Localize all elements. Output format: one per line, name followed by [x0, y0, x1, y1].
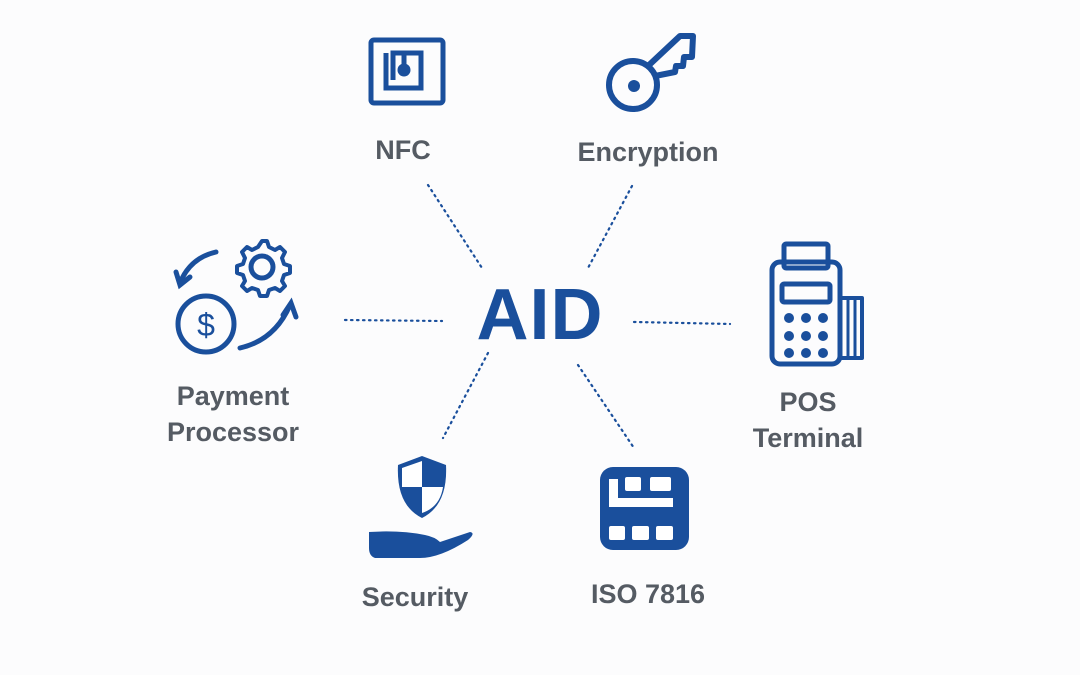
- connector-security: [441, 351, 490, 440]
- connector-pos-terminal: [632, 320, 732, 326]
- node-label-payment-processor-line1: Payment: [176, 381, 290, 411]
- svg-text:$: $: [197, 307, 215, 343]
- payment-processor-icon: $: [173, 239, 299, 355]
- node-label-payment-processor: Payment Processor: [167, 378, 299, 450]
- node-label-security: Security: [361, 582, 469, 612]
- connector-nfc: [426, 183, 484, 270]
- node-label-pos-terminal-line2: Terminal: [752, 423, 864, 453]
- center-node-label: AID: [476, 275, 604, 355]
- pos-terminal-icon: [769, 241, 864, 367]
- connector-encryption: [586, 184, 634, 270]
- connector-payment-processor: [343, 318, 444, 323]
- node-label-pos-terminal: POS Terminal: [753, 384, 864, 456]
- nfc-icon: [368, 37, 446, 106]
- node-label-payment-processor-line2: Processor: [166, 417, 300, 447]
- node-label-pos-terminal-line1: POS: [779, 387, 837, 417]
- chip-icon: [600, 467, 689, 550]
- node-label-nfc: NFC: [375, 135, 431, 165]
- node-label-encryption: Encryption: [577, 137, 719, 167]
- shield-hand-icon: [369, 456, 473, 558]
- connector-iso7816: [576, 363, 636, 450]
- key-icon: [606, 33, 696, 112]
- node-label-iso7816: ISO 7816: [590, 579, 706, 609]
